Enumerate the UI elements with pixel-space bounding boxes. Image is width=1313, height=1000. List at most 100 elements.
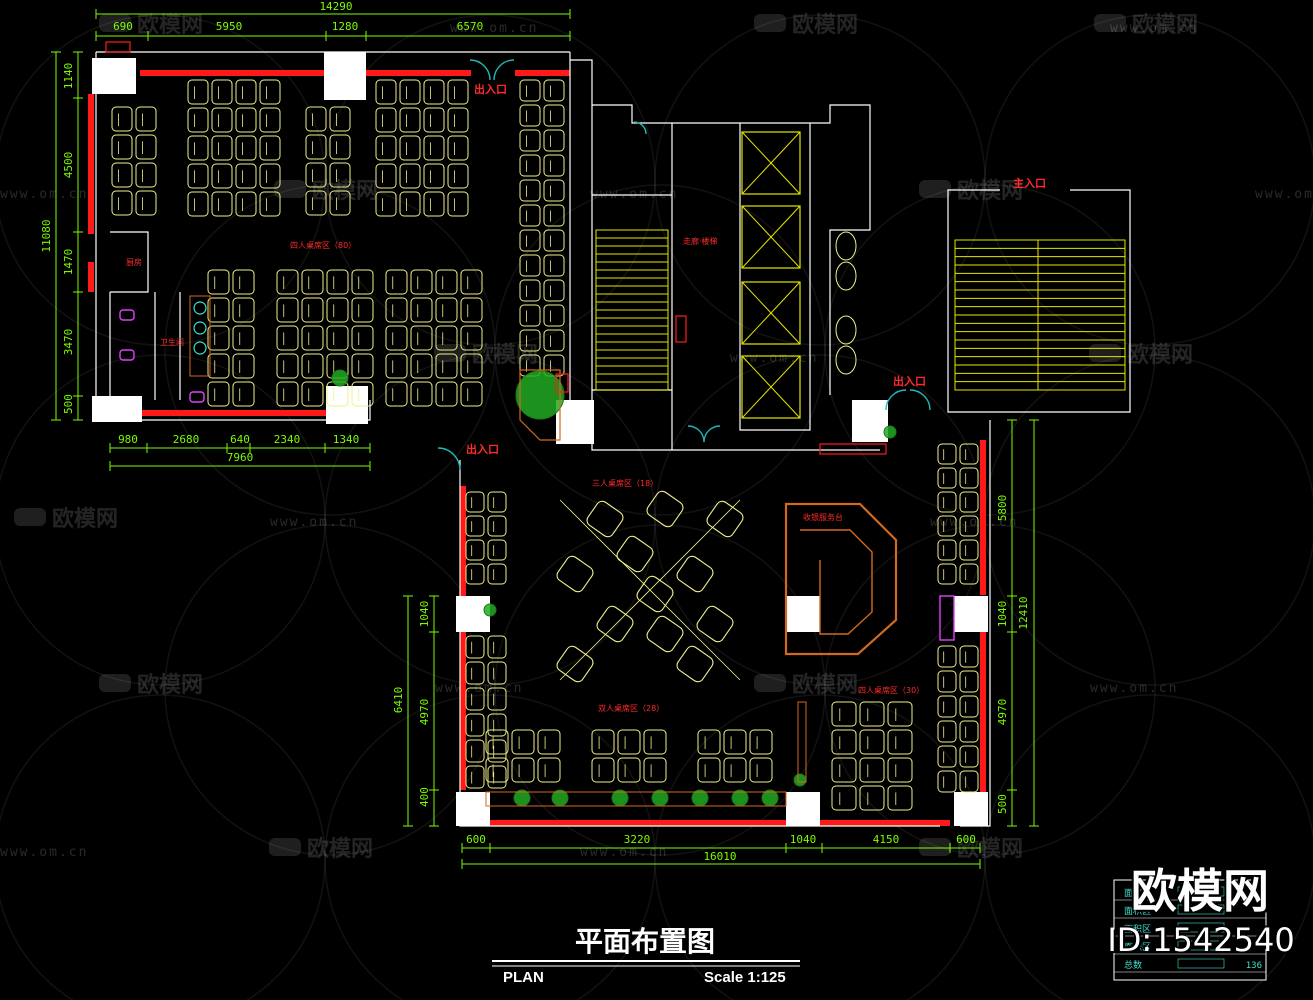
chair: [487, 765, 507, 789]
structure-line: [570, 59, 871, 395]
chair: [259, 191, 281, 217]
watermark-brand-text: 欧模网: [957, 178, 1023, 204]
chair: [329, 190, 351, 216]
toilet: [119, 349, 135, 361]
chair: [519, 304, 541, 327]
chair: [187, 163, 209, 189]
watermark-brand-text: 欧模网: [792, 672, 858, 698]
service-counter: [784, 502, 898, 656]
chair: [487, 491, 507, 513]
legend-row-label: 面积区: [1124, 941, 1151, 953]
chair: [211, 79, 233, 105]
dim-mid-seg: 2680: [173, 433, 200, 446]
chair: [187, 135, 209, 161]
chair: [207, 269, 230, 295]
chair: [591, 757, 615, 783]
chair: [111, 106, 133, 132]
dim-left-seg: 500: [62, 394, 75, 414]
chair: [519, 154, 541, 177]
watermark-circle: [654, 694, 986, 1000]
watermark-url-text: www.om.cn: [0, 845, 88, 860]
dim-left-seg: 1140: [62, 63, 75, 90]
elevator-cross: [741, 281, 801, 345]
door-swing: [703, 425, 721, 443]
chair: [259, 107, 281, 133]
elevator: [741, 281, 801, 345]
chair: [646, 490, 684, 528]
chair: [259, 135, 281, 161]
chair: [937, 563, 957, 585]
chair: [259, 163, 281, 189]
chair: [887, 701, 913, 727]
watermark-url-text: www.om.cn: [0, 187, 88, 202]
chair: [937, 770, 957, 793]
elevator: [741, 355, 801, 419]
label-entrance: 出入口: [893, 374, 926, 388]
dim-right-seg: 4970: [996, 699, 1009, 726]
chair: [543, 129, 565, 152]
elevator-cross: [741, 131, 801, 195]
chair: [835, 315, 857, 345]
structural-column: [954, 792, 988, 826]
chair: [111, 134, 133, 160]
watermark-brand-text: 欧模网: [957, 836, 1023, 862]
chair: [543, 279, 565, 302]
chair: [351, 297, 374, 323]
chair: [385, 269, 408, 295]
chair: [447, 191, 469, 217]
watermark-circle: [324, 694, 656, 1000]
chair: [385, 381, 408, 407]
drawing-title: 平面布置图: [575, 925, 715, 958]
legend-row-label: 面积区: [1124, 887, 1151, 899]
chair: [596, 605, 634, 643]
chair: [326, 297, 349, 323]
scale-label: Scale 1:125: [704, 969, 786, 986]
chair: [591, 729, 615, 755]
dim-left-seg: 4500: [62, 152, 75, 179]
chair: [937, 515, 957, 537]
chair: [326, 269, 349, 295]
chair: [543, 179, 565, 202]
watermark-circle: [494, 184, 826, 516]
chair: [959, 563, 979, 585]
watermark-brand-text: 欧模网: [1127, 342, 1193, 368]
chair: [235, 107, 257, 133]
label-entrance: 出入口: [474, 82, 507, 96]
watermark-brand-text: 欧模网: [137, 672, 203, 698]
chair: [135, 106, 157, 132]
dim-right-seg: 5800: [996, 495, 1009, 522]
chair: [465, 661, 485, 685]
chair: [487, 635, 507, 659]
dim-bottom-seg: 4150: [873, 833, 900, 846]
structural-column: [456, 792, 490, 826]
chair: [749, 757, 773, 783]
chair: [835, 231, 857, 261]
chair: [959, 467, 979, 489]
chair: [959, 491, 979, 513]
chair: [410, 381, 433, 407]
chair: [135, 162, 157, 188]
chair: [329, 106, 351, 132]
chair: [301, 297, 324, 323]
wall-segment: [88, 94, 94, 234]
fire-equipment: [819, 443, 887, 455]
chair: [519, 329, 541, 352]
dim-bottom-seg: 3220: [624, 833, 651, 846]
wall-segment: [140, 70, 470, 76]
chair: [447, 135, 469, 161]
stair: [595, 229, 669, 391]
chair: [435, 269, 458, 295]
dim-left-seg: 1470: [62, 249, 75, 276]
chair: [859, 701, 885, 727]
wall-segment: [142, 410, 327, 416]
chair: [697, 729, 721, 755]
wall-segment: [980, 632, 986, 792]
chair: [959, 770, 979, 793]
dim-bottom-seg: 600: [956, 833, 976, 846]
table-group: [465, 635, 507, 789]
chair: [723, 757, 747, 783]
chair: [543, 79, 565, 102]
chair: [487, 563, 507, 585]
chair: [447, 163, 469, 189]
